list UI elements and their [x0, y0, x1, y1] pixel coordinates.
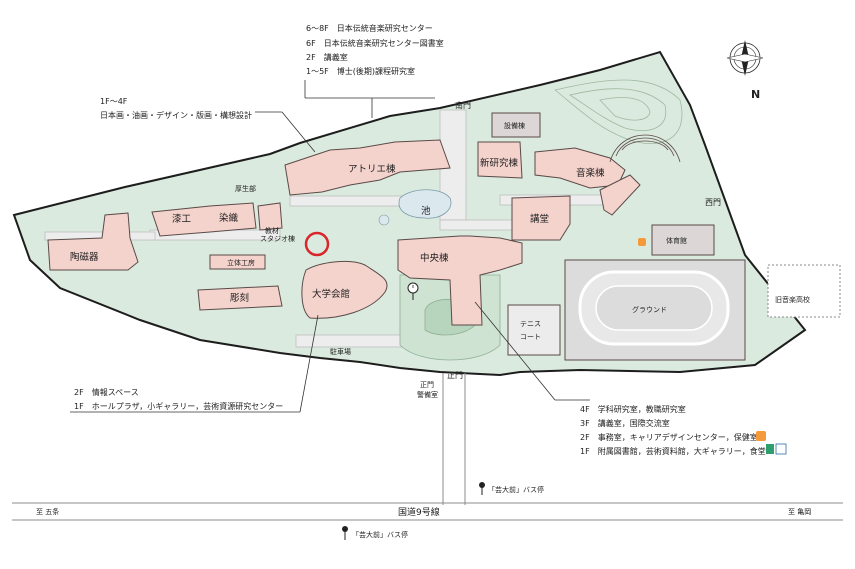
gate-south: 南門 [455, 100, 471, 110]
label-daigakukaikan: 大学会館 [312, 288, 350, 300]
gate-west: 西門 [705, 198, 721, 207]
ann-kaikan-1: 1F ホールプラザ，小ギャラリー，芸術資源研究センター [74, 401, 283, 411]
ann-chuuou-3: 1F 附属図書館，芸術資料館，大ギャラリー，食堂 [580, 446, 766, 456]
label-tennis-2: コート [520, 333, 541, 341]
annotation-music-research: 6～8F 日本伝統音楽研究センター 6F 日本伝統音楽研究センター図書室 2F … [306, 23, 444, 76]
label-keibi-1: 正門 [420, 381, 434, 389]
label-ground: グラウンド [632, 305, 667, 314]
ann-music-0: 6～8F 日本伝統音楽研究センター [306, 23, 433, 33]
label-kyouzai: 教材 [265, 226, 279, 235]
building-atelier [284, 139, 451, 196]
building-chuuou [397, 235, 523, 326]
ann-music-3: 1～5F 博士(後期)課程研究室 [306, 66, 415, 76]
building-kodo [511, 195, 571, 241]
label-atelier: アトリエ棟 [348, 163, 396, 175]
label-studio: スタジオ棟 [260, 234, 295, 243]
label-choukoku: 彫刻 [230, 292, 249, 304]
label-setsubi: 設備棟 [504, 121, 525, 130]
label-parking: 駐車場 [330, 347, 351, 356]
label-pond: 池 [421, 205, 431, 217]
label-ritai: 立体工房 [227, 258, 255, 267]
annotation-chuuou: 4F 学科研究室，教職研究室 3F 講義室，国際交流室 2F 事務室，キャリアデ… [580, 404, 766, 456]
location-marker [304, 231, 330, 257]
building-studio [257, 202, 283, 231]
bus-stop-icon [342, 482, 485, 540]
pond [398, 189, 452, 219]
gate-main: 正門 [447, 371, 463, 380]
building-choukoku [197, 285, 283, 311]
building-ongaku-stairs [599, 174, 641, 216]
north-compass-icon [726, 40, 764, 76]
to-gojo: 至 五条 [36, 507, 59, 516]
bus-stop-1: 「芸大前」バス停 [488, 485, 544, 494]
ann-kaikan-0: 2F 情報スペース [74, 387, 139, 397]
label-shiki: 漆工 [172, 213, 192, 225]
ann-atelier-1: 日本画・油画・デザイン・版画・構想設計 [100, 110, 252, 120]
label-kodo: 講堂 [530, 213, 549, 225]
old-school [767, 264, 841, 318]
label-shinkenkyuu: 新研究棟 [480, 157, 519, 169]
annotation-daigakukaikan: 2F 情報スペース 1F ホールプラザ，小ギャラリー，芸術資源研究センター [74, 387, 283, 411]
ann-music-2: 2F 講義室 [306, 52, 348, 62]
hill-contours [554, 79, 683, 144]
ann-music-1: 6F 日本伝統音楽研究センター図書室 [306, 38, 444, 48]
building-shiki-senshoku [151, 202, 257, 237]
road-to-route [442, 373, 466, 505]
label-chuuou: 中央棟 [420, 252, 449, 264]
health-room-icon [638, 238, 766, 441]
building-ritai [209, 254, 266, 270]
building-setsubi [491, 112, 541, 138]
ann-chuuou-0: 4F 学科研究室，教職研究室 [580, 404, 686, 414]
buildings [47, 139, 641, 326]
building-toujiki [47, 212, 139, 271]
to-kameoka: 至 亀岡 [788, 507, 811, 516]
label-toujiki: 陶磁器 [70, 251, 99, 263]
building-taiikukan [651, 224, 715, 256]
annotation-atelier: 1F～4F 日本画・油画・デザイン・版画・構想設計 [100, 97, 252, 120]
building-shinkenkyuu [477, 141, 523, 179]
north-label: N [751, 88, 760, 101]
label-keibi-2: 警備室 [417, 390, 438, 399]
label-senshoku: 染織 [219, 212, 239, 224]
cafeteria-icon [766, 443, 787, 455]
clock-icon [407, 282, 419, 300]
label-ongaku: 音楽棟 [576, 167, 605, 179]
route-9 [12, 502, 843, 521]
tennis-court [507, 304, 561, 356]
label-kouseibu: 厚生部 [235, 184, 256, 193]
amphitheater [609, 134, 681, 163]
route-name: 国道9号線 [398, 506, 440, 518]
ann-chuuou-2: 2F 事務室，キャリアデザインセンター，保健室 [580, 432, 758, 442]
label-tennis-1: テニス [520, 320, 541, 328]
bus-stop-2: 「芸大前」バス停 [352, 530, 408, 539]
ann-chuuou-1: 3F 講義室，国際交流室 [580, 418, 670, 428]
building-daigakukaikan [301, 260, 388, 319]
label-old-school: 旧音楽高校 [775, 295, 810, 304]
leader-lines [70, 80, 590, 413]
label-taiikukan: 体育館 [666, 236, 687, 245]
ann-atelier-0: 1F～4F [100, 97, 128, 106]
